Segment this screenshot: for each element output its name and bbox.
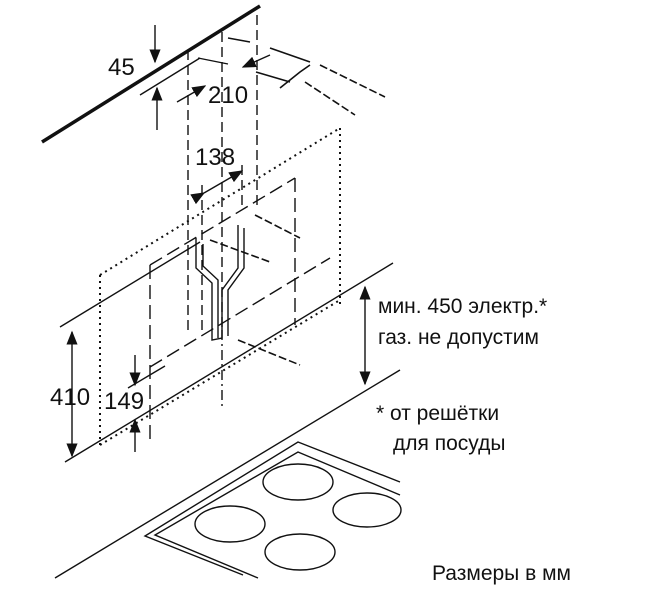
dimension-138: 138	[195, 144, 236, 171]
burner	[264, 533, 336, 571]
ceiling-line	[41, 4, 261, 144]
dimension-149: 149	[104, 388, 145, 415]
mounting-bracket	[195, 225, 245, 341]
units-note: Размеры в мм	[432, 562, 571, 585]
burner	[262, 463, 334, 501]
burner	[332, 492, 402, 528]
dimension-410: 410	[50, 384, 91, 411]
burner	[194, 505, 266, 543]
footnote-line2: для посуды	[393, 432, 506, 455]
dimension-45: 45	[108, 54, 135, 81]
gas-not-allowed: газ. не допустим	[378, 326, 539, 349]
dimension-210: 210	[208, 82, 249, 109]
footnote-line1: * от решётки	[376, 402, 500, 425]
min-distance-electric: мин. 450 электр.*	[378, 295, 548, 318]
worktop-line	[54, 369, 401, 579]
cooktop	[143, 441, 402, 579]
